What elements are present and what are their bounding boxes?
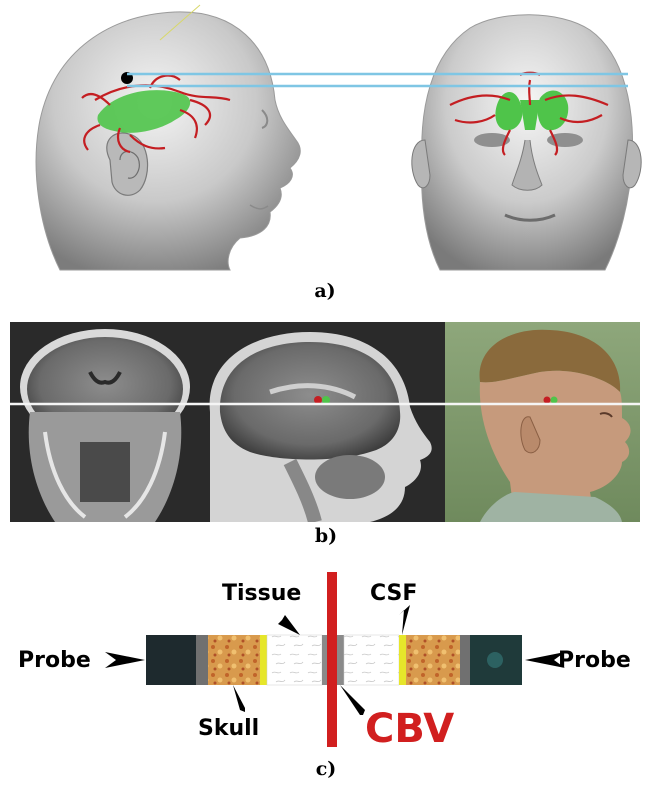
tissue-right-layer (344, 635, 399, 685)
skull-left-layer (208, 635, 260, 685)
probe-left-block (146, 635, 196, 685)
panel-c-layer-schematic: Probe Probe Tissue CSF Skull CBV (0, 560, 645, 750)
subject-profile-photo (445, 322, 640, 522)
probe-left-label: Probe (18, 648, 91, 673)
panel-a-svg (0, 0, 645, 275)
skull-right-layer (406, 635, 460, 685)
cbv-label: CBV (365, 706, 454, 750)
panel-a-label: a) (295, 280, 355, 302)
panel-a-head-renders (0, 0, 645, 275)
csf-label: CSF (370, 581, 417, 606)
panel-b-mri-and-photo (10, 322, 640, 522)
tissue-label: Tissue (222, 581, 301, 606)
panel-c-label: c) (296, 758, 356, 780)
panel-c-svg: Probe Probe Tissue CSF Skull CBV (0, 560, 645, 750)
mri-coronal-slice (20, 329, 190, 522)
skull-label: Skull (198, 716, 259, 741)
head-profile-render (36, 5, 300, 270)
panel-b-svg (10, 322, 640, 522)
tissue-left-layer (267, 635, 322, 685)
cbv-vessel-bar (327, 572, 337, 747)
probe-right-label: Probe (558, 648, 631, 673)
head-frontal-render (412, 15, 641, 270)
panel-b-label: b) (296, 525, 356, 547)
